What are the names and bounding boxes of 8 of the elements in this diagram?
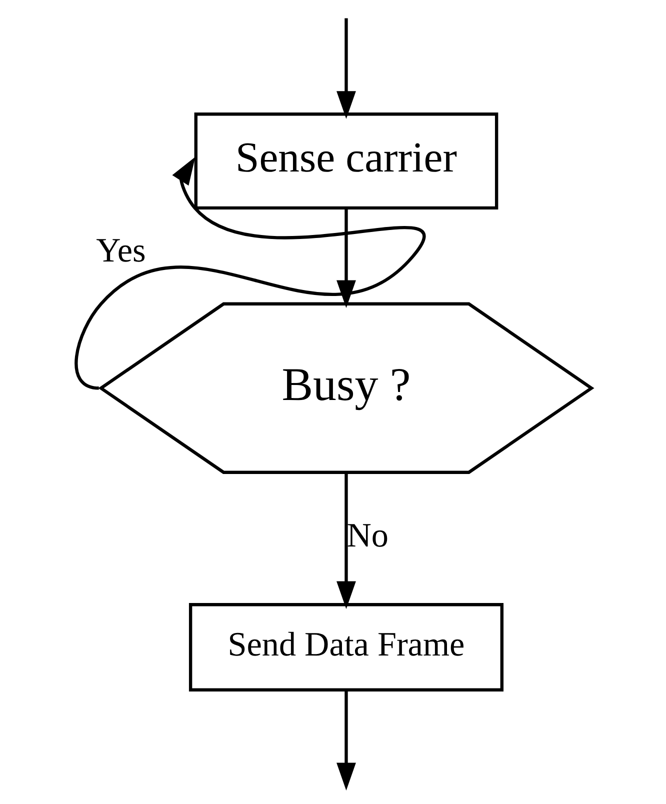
arrow xyxy=(74,156,424,390)
arrow xyxy=(336,473,356,609)
arrow xyxy=(336,208,356,308)
node-box: Sense carrier xyxy=(194,112,498,210)
node-box: Send Data Frame xyxy=(188,603,503,692)
arrow xyxy=(336,690,356,791)
arrow xyxy=(336,18,356,119)
edge-label: Yes xyxy=(96,232,146,270)
